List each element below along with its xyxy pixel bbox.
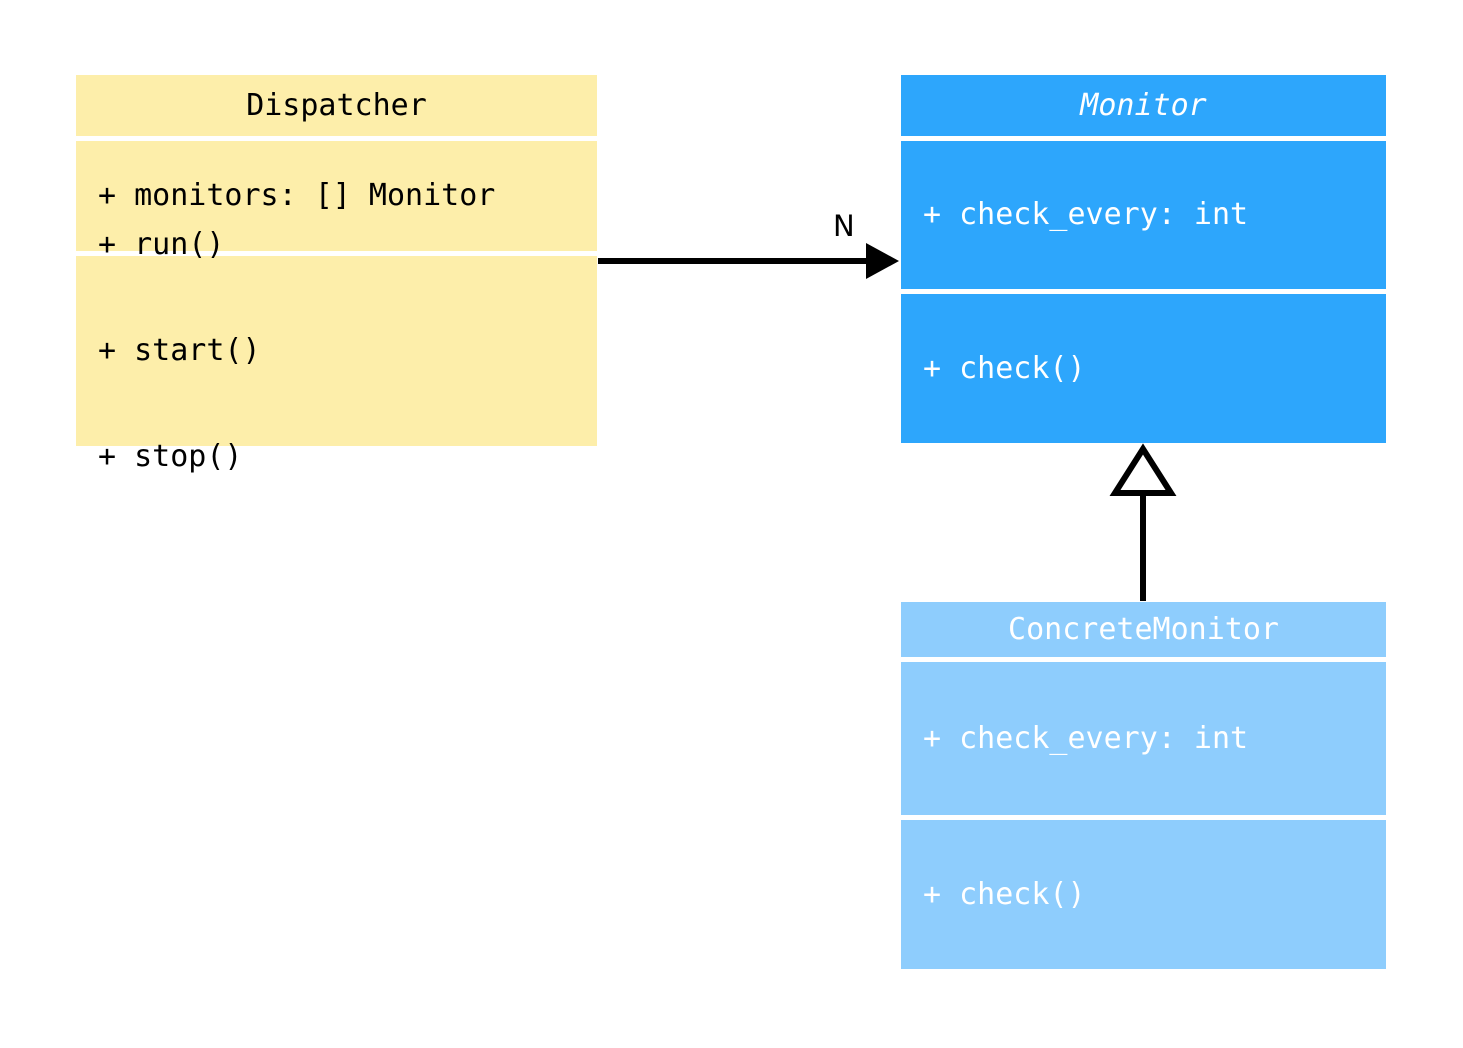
method-item: + run()	[98, 227, 225, 263]
attribute-list-concrete-monitor: + check_every: int	[901, 650, 1386, 827]
methods-compartment-monitor: + check()	[901, 294, 1386, 443]
filled-arrowhead-icon	[866, 243, 899, 279]
multiplicity-label-n: N	[833, 209, 855, 243]
uml-class-dispatcher[interactable]: Dispatcher + monitors: [] Monitor + run(…	[76, 75, 597, 474]
methods-compartment-dispatcher: + run() + start() + stop()	[76, 227, 597, 474]
class-name-monitor: Monitor	[1080, 87, 1207, 123]
attribute-item: + check_every: int	[923, 720, 1249, 756]
attributes-compartment-dispatcher: + monitors: [] Monitor	[76, 141, 597, 251]
class-header-concrete-monitor: ConcreteMonitor	[901, 602, 1386, 657]
generalization-concrete-to-monitor	[1109, 443, 1177, 601]
method-list-monitor: + check()	[901, 280, 1386, 457]
class-header-monitor: Monitor	[901, 75, 1386, 136]
method-item: + start()	[98, 333, 261, 369]
attribute-item: + monitors: [] Monitor	[98, 178, 496, 214]
attribute-list-monitor: + check_every: int	[901, 127, 1386, 304]
uml-class-monitor[interactable]: Monitor + check_every: int + check()	[901, 75, 1386, 443]
attributes-compartment-monitor: + check_every: int	[901, 141, 1386, 289]
method-item: + stop()	[98, 439, 243, 475]
uml-class-concrete-monitor[interactable]: ConcreteMonitor + check_every: int + che…	[901, 602, 1386, 969]
attribute-item: + check_every: int	[923, 197, 1249, 233]
method-list-concrete-monitor: + check()	[901, 806, 1386, 983]
association-dispatcher-to-monitor	[598, 243, 899, 279]
method-item: + check()	[923, 876, 1086, 912]
method-item: + check()	[923, 350, 1086, 386]
attributes-compartment-concrete-monitor: + check_every: int	[901, 662, 1386, 815]
class-header-dispatcher: Dispatcher	[76, 75, 597, 136]
class-name-dispatcher: Dispatcher	[246, 87, 427, 123]
method-list-dispatcher: + run() + start() + stop()	[76, 156, 597, 545]
methods-compartment-concrete-monitor: + check()	[901, 820, 1386, 969]
class-name-concrete-monitor: ConcreteMonitor	[1008, 611, 1279, 647]
attribute-list-dispatcher: + monitors: [] Monitor	[76, 108, 597, 285]
